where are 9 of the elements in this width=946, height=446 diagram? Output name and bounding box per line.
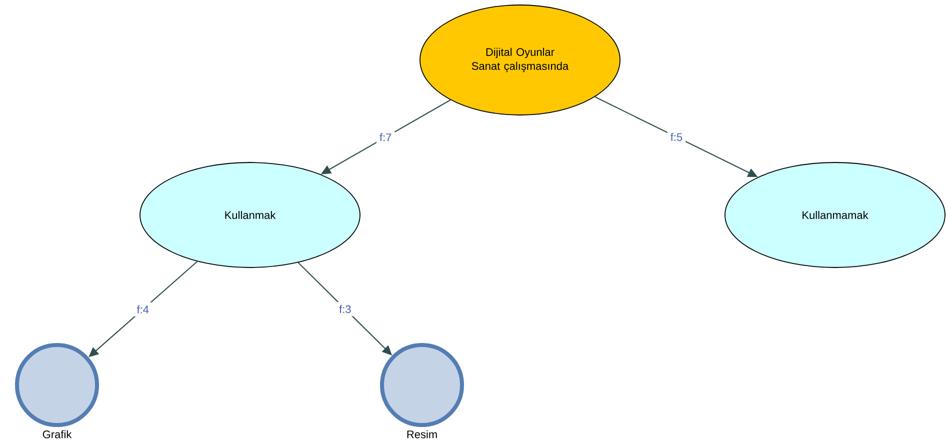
ellipse-node: Kullanmamak — [724, 162, 946, 268]
edge-label: f:7 — [376, 130, 395, 144]
node-label: Grafik — [42, 430, 72, 438]
ellipse-node: Kullanmak — [140, 162, 360, 268]
edge-label: f:5 — [667, 130, 686, 144]
ellipse-node: Dijital Oyunlar Sanat çalışmasında — [420, 4, 620, 116]
edge-label: f:4 — [134, 302, 152, 316]
node-label: Resim — [407, 430, 437, 438]
edge-label: f:3 — [336, 302, 354, 316]
